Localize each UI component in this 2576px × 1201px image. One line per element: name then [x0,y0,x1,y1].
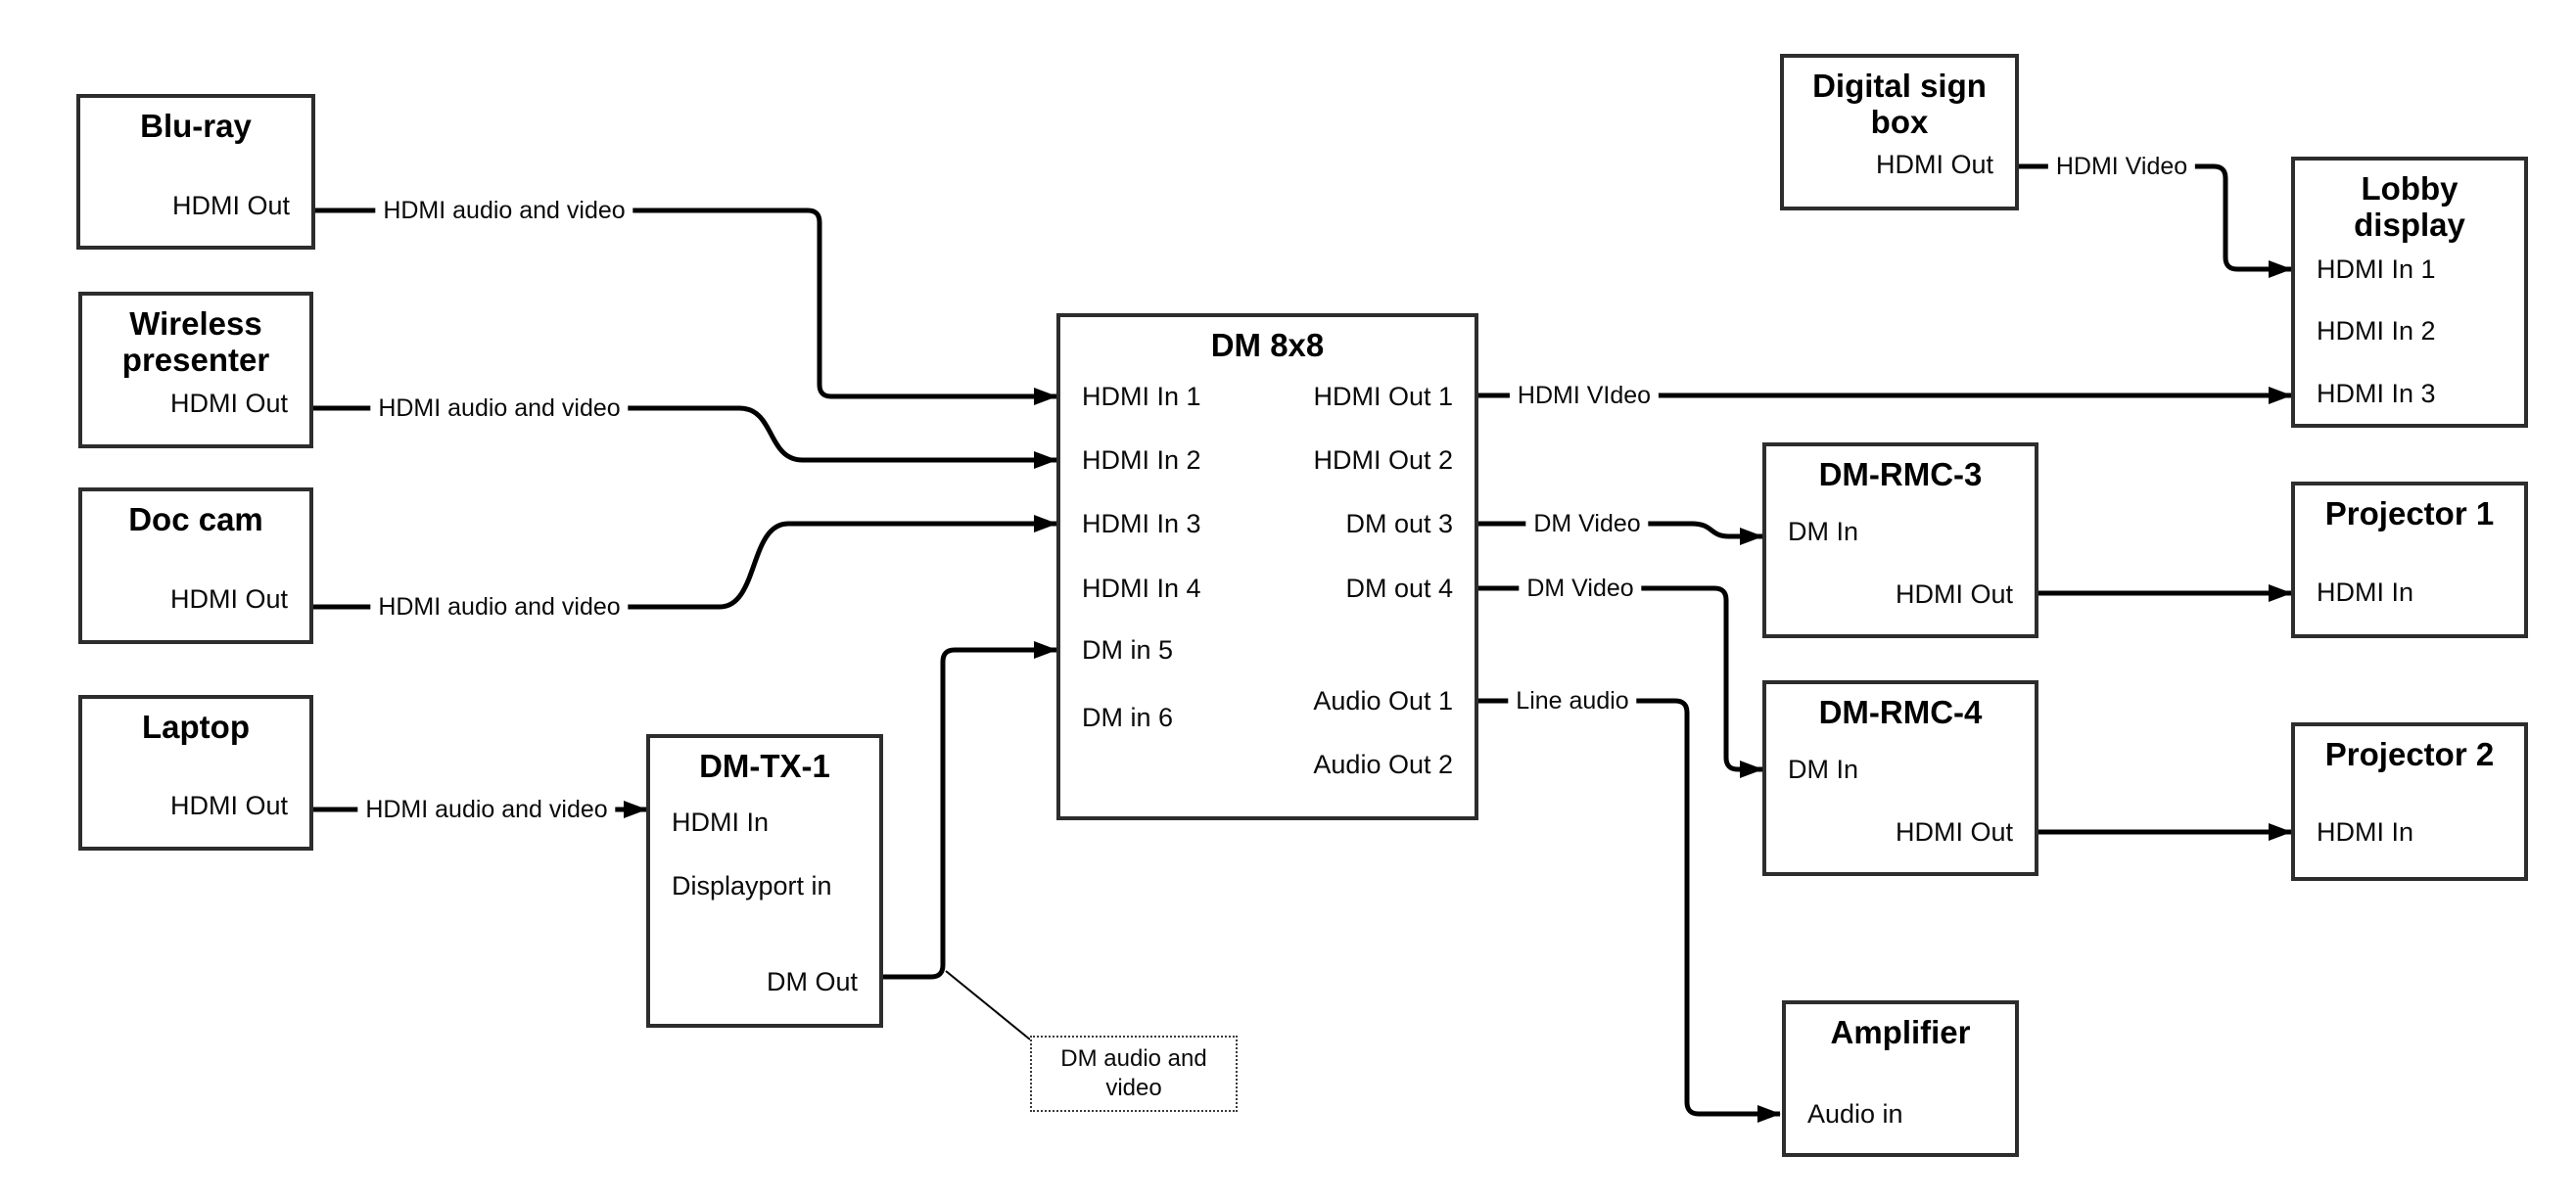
device-box-blu-ray: Blu-ray HDMI Out [76,94,315,250]
port-hdmi-in: HDMI In [2317,577,2414,607]
port-hdmi-in: HDMI In [672,808,770,837]
port-hdmi-in-4: HDMI In 4 [1082,574,1201,603]
box-title: Doc cam [128,501,263,537]
device-box-wireless-presenter: Wireless presenter HDMI Out [78,292,313,448]
edge-label-hdmi-audio-video-2: HDMI audio and video [370,393,629,423]
box-title: DM 8x8 [1210,327,1325,363]
edge-doccam-to-dm8x8-in3 [313,515,1057,610]
edge-wireless-to-dm8x8-in2 [313,405,1057,469]
port-dm-out-4: DM out 4 [1345,574,1453,603]
port-hdmi-in-3: HDMI In 3 [1082,509,1201,538]
port-hdmi-out: HDMI Out [169,389,288,418]
port-hdmi-in-3: HDMI In 3 [2317,379,2436,408]
port-displayport-in: Displayport in [672,871,832,901]
port-dm-out-3: DM out 3 [1345,509,1453,538]
box-title: Blu-ray [140,108,252,144]
port-dm-in-5: DM in 5 [1082,635,1174,665]
port-dm-in: DM In [1788,517,1859,546]
port-hdmi-out: HDMI Out [1895,817,2013,847]
box-title: Projector 2 [2324,736,2495,772]
port-hdmi-out: HDMI Out [171,191,290,220]
box-title: Lobby display [2354,170,2465,243]
edge-label-hdmi-video-main: HDMI VIdeo [1509,381,1660,410]
box-title: DM-RMC-3 [1818,456,1983,492]
box-title: Projector 1 [2324,495,2495,531]
edge-digisign-to-lobby-in1 [2019,163,2292,278]
box-title: Wireless presenter [121,305,270,378]
device-box-projector-1: Projector 1 HDMI In [2291,482,2528,638]
device-box-doc-cam: Doc cam HDMI Out [78,487,313,644]
edge-label-line-audio: Line audio [1508,686,1637,716]
port-hdmi-in-1: HDMI In 1 [2317,254,2436,284]
port-hdmi-out: HDMI Out [1895,579,2013,609]
port-hdmi-in-2: HDMI In 2 [1082,445,1201,475]
annotation-dm-audio-video: DM audio and video [1030,1036,1238,1112]
edge-dm8x8-out3-to-dmrmc3 [1478,521,1763,545]
edge-label-hdmi-audio-video-4: HDMI audio and video [357,795,616,824]
edge-dmtx1-to-dm8x8-in5 [883,641,1057,980]
box-title: Amplifier [1830,1014,1971,1050]
callout-line [945,970,1031,1040]
device-box-projector-2: Projector 2 HDMI In [2291,722,2528,881]
port-hdmi-out: HDMI Out [1875,150,1993,179]
box-title: Digital sign box [1812,68,1987,140]
box-title: DM-RMC-4 [1818,694,1983,730]
port-dm-in-6: DM in 6 [1082,703,1174,732]
port-hdmi-out: HDMI Out [169,584,288,614]
edge-label-hdmi-video-sign: HDMI Video [2047,152,2196,181]
edge-label-hdmi-audio-video-3: HDMI audio and video [370,592,629,622]
edge-label-hdmi-audio-video-1: HDMI audio and video [375,196,633,225]
device-box-digital-sign-box: Digital sign box HDMI Out [1780,54,2019,210]
device-box-lobby-display: Lobby display HDMI In 1 HDMI In 2 HDMI I… [2291,157,2528,428]
edge-dm8x8-out4-to-dmrmc4 [1478,585,1763,778]
box-title: DM-TX-1 [699,748,830,784]
edge-label-dm-video-3: DM Video [1525,509,1649,538]
port-audio-in: Audio in [1807,1099,1903,1129]
edge-bluray-to-dm8x8-in1 [315,208,1057,405]
port-hdmi-in-1: HDMI In 1 [1082,382,1201,411]
device-box-laptop: Laptop HDMI Out [78,695,313,851]
edge-dm8x8-audio1-to-amplifier [1478,698,1781,1123]
device-box-amplifier: Amplifier Audio in [1782,1000,2019,1157]
device-box-dm-tx-1: DM-TX-1 HDMI In Displayport in DM Out [646,734,883,1028]
box-title: Laptop [142,709,250,745]
device-box-dm-rmc-4: DM-RMC-4 DM In HDMI Out [1762,680,2038,876]
port-audio-out-2: Audio Out 2 [1313,750,1453,779]
port-dm-in: DM In [1788,755,1859,784]
device-box-dm-8x8: DM 8x8 HDMI In 1 HDMI In 2 HDMI In 3 HDM… [1056,313,1478,820]
port-hdmi-out: HDMI Out [169,791,288,820]
device-box-dm-rmc-3: DM-RMC-3 DM In HDMI Out [1762,442,2038,638]
port-hdmi-out-1: HDMI Out 1 [1313,382,1453,411]
port-hdmi-in-2: HDMI In 2 [2317,316,2436,346]
port-audio-out-1: Audio Out 1 [1313,686,1453,716]
edge-label-dm-video-4: DM Video [1519,574,1642,603]
port-hdmi-in: HDMI In [2317,817,2414,847]
port-hdmi-out-2: HDMI Out 2 [1313,445,1453,475]
port-dm-out: DM Out [766,967,858,996]
